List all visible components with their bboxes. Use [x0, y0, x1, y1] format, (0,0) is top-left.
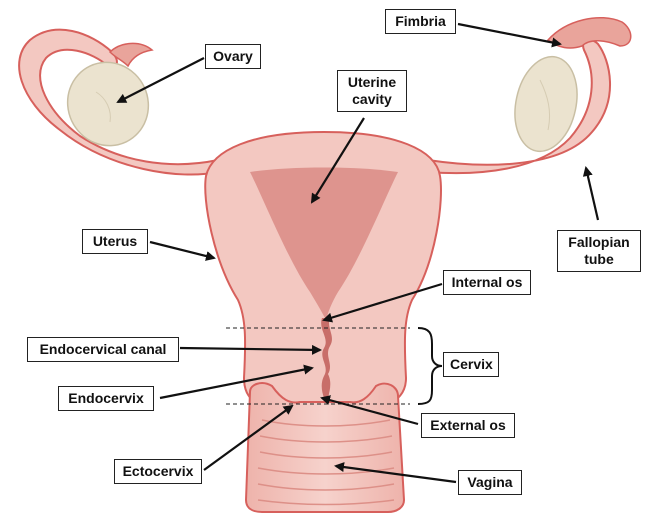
label-ectocervix: Ectocervix	[114, 459, 202, 484]
left-ovary	[66, 61, 150, 147]
vagina	[244, 382, 406, 513]
endocervical-canal	[321, 318, 332, 398]
label-ovary: Ovary	[205, 44, 261, 69]
left-fallopian-tube	[18, 28, 219, 176]
label-cervix: Cervix	[443, 352, 499, 377]
cervix-bracket	[417, 327, 443, 405]
leader-arrows	[116, 22, 600, 484]
uterine-cavity	[250, 167, 398, 320]
label-external-os: External os	[421, 413, 515, 438]
label-vagina: Vagina	[458, 470, 522, 495]
right-fimbria	[546, 16, 632, 49]
label-endocervix: Endocervix	[58, 386, 154, 411]
right-ovary	[514, 55, 578, 153]
label-endocervical-canal: Endocervical canal	[27, 337, 179, 362]
vaginal-rugae	[257, 419, 395, 506]
label-internal-os: Internal os	[443, 270, 531, 295]
label-uterus: Uterus	[82, 229, 148, 254]
label-uterine-cavity: Uterine cavity	[337, 70, 407, 112]
label-fimbria: Fimbria	[385, 9, 456, 34]
label-fallopian-tube: Fallopian tube	[557, 230, 641, 272]
left-fimbria	[108, 42, 154, 68]
